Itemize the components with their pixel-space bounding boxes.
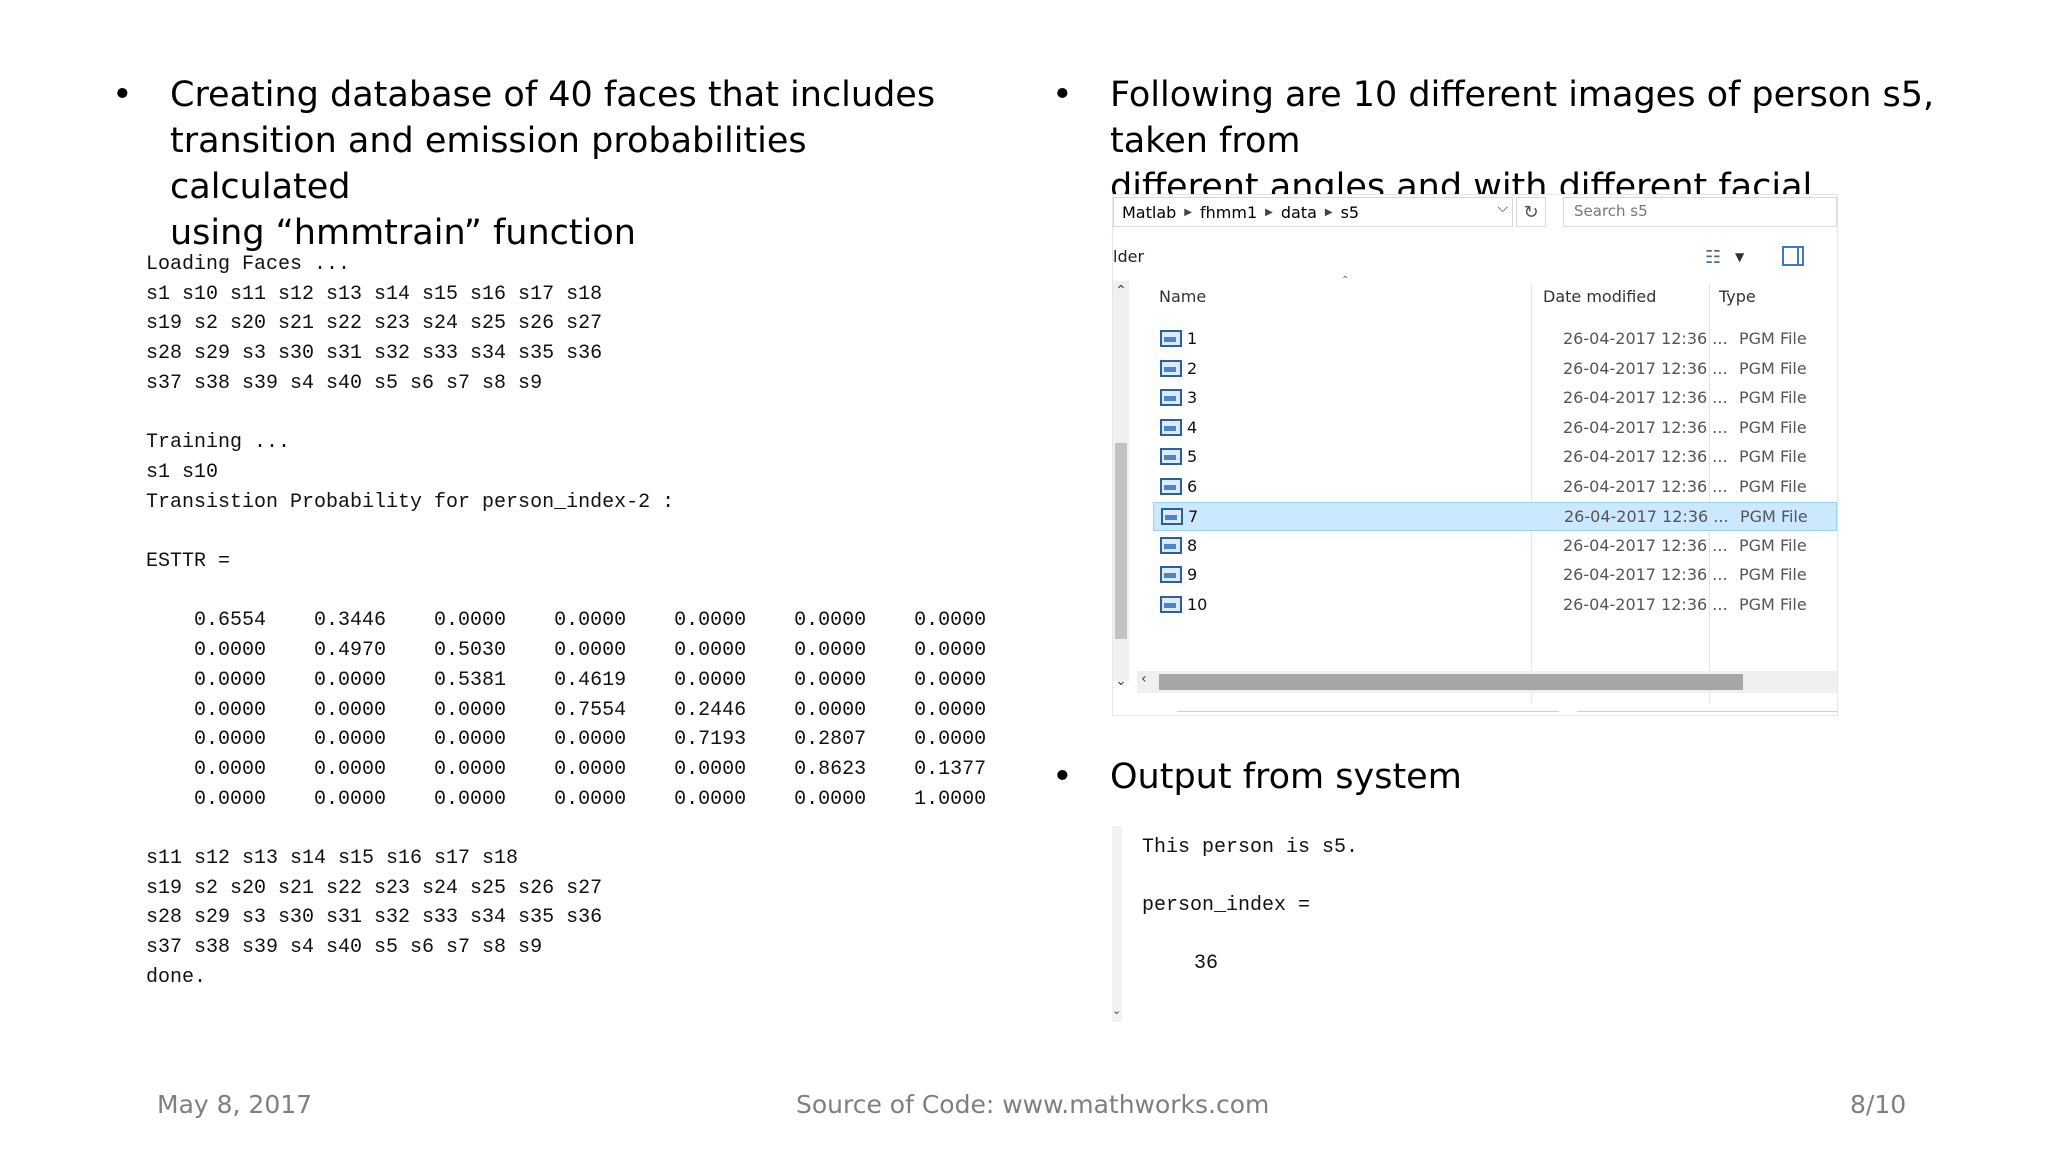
footer-date: May 8, 2017 <box>157 1090 313 1119</box>
file-row[interactable]: 5 26-04-2017 12:36 ... PGM File <box>1153 443 1837 472</box>
image-file-icon <box>1160 477 1182 495</box>
divider <box>1577 711 1837 712</box>
image-file-icon <box>1160 418 1182 436</box>
file-date: 26-04-2017 12:36 ... <box>1563 447 1728 466</box>
search-input[interactable]: Search s5 <box>1563 197 1837 227</box>
file-type: PGM File <box>1740 507 1808 526</box>
file-name: 2 <box>1187 358 1198 378</box>
file-type: PGM File <box>1739 594 1807 614</box>
file-type: PGM File <box>1739 565 1807 584</box>
bullet-marker: • <box>112 75 133 115</box>
image-file-icon <box>1160 359 1182 377</box>
preview-pane-icon[interactable] <box>1782 246 1804 266</box>
image-file-icon <box>1161 508 1183 525</box>
sort-caret-icon: ⌃ <box>1341 275 1350 286</box>
file-row[interactable]: 6 26-04-2017 12:36 ... PGM File <box>1153 473 1837 502</box>
file-row[interactable]: 9 26-04-2017 12:36 ... PGM File <box>1153 561 1837 590</box>
right-bullet-output: • Output from system <box>1046 754 1946 800</box>
file-name: 5 <box>1187 447 1198 466</box>
file-name: 4 <box>1187 417 1198 437</box>
scroll-left-icon[interactable]: ‹ <box>1141 671 1147 687</box>
bullet-marker: • <box>1052 75 1073 115</box>
file-name: 8 <box>1187 535 1198 555</box>
address-bar[interactable]: Matlab ▶ fhmm1 ▶ data ▶ s5 ⌵ <box>1113 197 1513 227</box>
file-date: 26-04-2017 12:36 ... <box>1563 358 1728 378</box>
scroll-up-icon[interactable]: ⌃ <box>1115 283 1127 299</box>
file-date: 26-04-2017 12:36 ... <box>1563 388 1728 407</box>
image-file-icon <box>1160 330 1182 347</box>
file-date: 26-04-2017 12:36 ... <box>1563 594 1728 614</box>
breadcrumb-item[interactable]: Matlab <box>1122 202 1177 222</box>
output-line: This person is s5. <box>1142 836 1359 859</box>
output-line: person_index = <box>1142 894 1311 917</box>
file-name: 10 <box>1187 594 1208 614</box>
column-header-name[interactable]: Name <box>1159 287 1207 306</box>
file-name: 1 <box>1187 329 1198 348</box>
left-bullet-text: Creating database of 40 faces that inclu… <box>170 75 936 253</box>
refresh-button[interactable]: ↻ <box>1516 197 1546 227</box>
scroll-down-icon[interactable]: ⌄ <box>1115 673 1127 689</box>
file-row[interactable]: 2 26-04-2017 12:36 ... PGM File <box>1153 355 1837 384</box>
footer-source: Source of Code: www.mathworks.com <box>796 1090 1270 1119</box>
scrollbar-thumb[interactable] <box>1159 674 1743 690</box>
file-date: 26-04-2017 12:36 ... <box>1563 476 1728 496</box>
breadcrumb-item[interactable]: data <box>1280 202 1317 222</box>
file-type: PGM File <box>1739 447 1807 466</box>
breadcrumb-item[interactable]: fhmm1 <box>1200 202 1258 222</box>
page-number: 8/10 <box>1850 1090 1907 1119</box>
chevron-right-icon: ▶ <box>1324 206 1333 218</box>
column-divider <box>1531 283 1532 703</box>
file-date: 26-04-2017 12:36 ... <box>1564 507 1729 526</box>
chevron-right-icon: ▶ <box>1184 206 1192 218</box>
image-file-icon <box>1160 389 1182 406</box>
right-bullet-output-text: Output from system <box>1110 757 1462 797</box>
column-header-type[interactable]: Type <box>1719 287 1756 306</box>
scroll-down-icon[interactable]: ⌄ <box>1112 1005 1122 1017</box>
file-row[interactable]: 3 26-04-2017 12:36 ... PGM File <box>1153 384 1837 413</box>
file-name: 7 <box>1188 507 1199 526</box>
file-name: 3 <box>1187 388 1198 407</box>
file-date: 26-04-2017 12:36 ... <box>1563 329 1728 348</box>
file-row[interactable]: 1 26-04-2017 12:36 ... PGM File <box>1153 325 1837 354</box>
file-type: PGM File <box>1739 388 1807 407</box>
scrollbar-thumb[interactable] <box>1115 443 1127 639</box>
file-row[interactable]: 8 26-04-2017 12:36 ... PGM File <box>1153 532 1837 561</box>
image-file-icon <box>1160 536 1182 554</box>
file-date: 26-04-2017 12:36 ... <box>1563 565 1728 584</box>
file-type: PGM File <box>1739 535 1807 555</box>
file-date: 26-04-2017 12:36 ... <box>1563 417 1728 437</box>
toolbar-label: lder <box>1113 247 1145 266</box>
breadcrumb-item[interactable]: s5 <box>1340 202 1360 222</box>
file-type: PGM File <box>1739 417 1807 437</box>
file-name: 9 <box>1187 565 1198 584</box>
output-value: 36 <box>1194 952 1219 975</box>
left-bullet: • Creating database of 40 faces that inc… <box>106 72 966 256</box>
file-row[interactable]: 4 26-04-2017 12:36 ... PGM File <box>1153 414 1837 443</box>
output-console: This person is s5. person_index = 36 ⌄ <box>1112 826 1422 1022</box>
file-explorer-window: Matlab ▶ fhmm1 ▶ data ▶ s5 ⌵ ↻ Search s5… <box>1112 194 1838 716</box>
column-header-date[interactable]: Date modified <box>1543 287 1657 306</box>
console-log: Loading Faces ... s1 s10 s11 s12 s13 s14… <box>146 253 987 989</box>
file-type: PGM File <box>1739 358 1807 378</box>
image-file-icon <box>1160 566 1182 583</box>
file-name: 6 <box>1187 476 1198 496</box>
chevron-right-icon: ▶ <box>1265 206 1273 218</box>
file-type: PGM File <box>1739 476 1807 496</box>
view-options-icon[interactable]: ☷ <box>1705 247 1722 268</box>
column-divider <box>1709 283 1710 703</box>
caret-down-icon[interactable]: ▼ <box>1735 250 1745 264</box>
divider <box>1177 711 1559 712</box>
bullet-marker: • <box>1052 757 1073 797</box>
file-row[interactable]: 10 26-04-2017 12:36 ... PGM File <box>1153 591 1837 620</box>
refresh-icon: ↻ <box>1523 201 1539 223</box>
image-file-icon <box>1160 448 1182 465</box>
file-date: 26-04-2017 12:36 ... <box>1563 535 1728 555</box>
file-row[interactable]: 7 26-04-2017 12:36 ... PGM File <box>1153 502 1837 531</box>
file-type: PGM File <box>1739 329 1807 348</box>
chevron-down-icon[interactable]: ⌵ <box>1497 200 1508 216</box>
image-file-icon <box>1160 595 1182 613</box>
